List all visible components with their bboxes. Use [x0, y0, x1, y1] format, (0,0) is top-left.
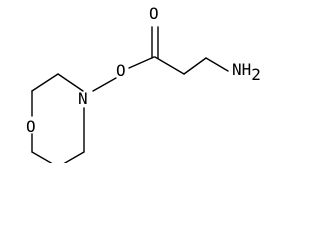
bond-c-nh2 — [205, 57, 229, 72]
atom-label-ring-nitrogen: N — [78, 89, 88, 108]
bond-n-c-upper — [57, 73, 84, 92]
bond-c-ch2 — [154, 56, 185, 75]
amine-subscript-text: 2 — [251, 65, 261, 84]
atom-label-ester-oxygen: O — [116, 61, 126, 80]
bond-ch2-c — [183, 57, 207, 75]
bond-c-c-lower — [31, 151, 59, 168]
bond-o-c-carbonyl — [128, 56, 155, 69]
molecule-structure: O N O O NH2 — [26, 4, 261, 168]
bond-c-n-lower — [57, 151, 85, 168]
structure-canvas: O N O O NH2 — [26, 4, 261, 168]
amine-nh-text: NH — [232, 60, 251, 79]
atom-label-ring-oxygen: O — [26, 117, 36, 136]
atom-label-amine: NH2 — [232, 60, 261, 84]
bond-n-o — [92, 77, 117, 92]
bond-c-c-upper-left — [31, 73, 59, 92]
atom-label-carbonyl-oxygen: O — [149, 4, 159, 23]
